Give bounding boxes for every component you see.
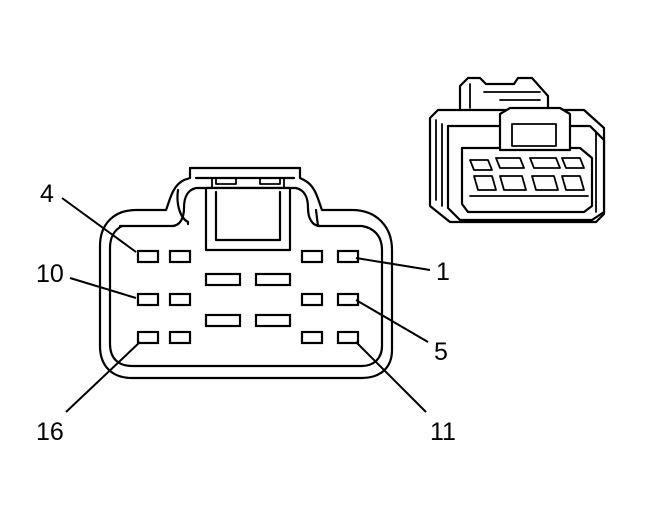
pin-label-5: 5 (434, 338, 448, 366)
pin-label-10: 10 (36, 260, 64, 288)
pin-16-cavity (136, 330, 160, 345)
pin-center-cavity-3 (204, 313, 242, 328)
pin-5-cavity (336, 292, 360, 307)
leader-pin-10 (69, 277, 137, 299)
pin-cavities (136, 249, 360, 345)
pin-center-cavity-1 (204, 272, 242, 287)
leader-pin-5 (355, 299, 429, 343)
leader-pin-1 (355, 257, 431, 271)
pin-label-4: 4 (40, 180, 54, 208)
pin-10-cavity (136, 292, 160, 307)
connector-face-view (98, 166, 394, 380)
pin-2-cavity (300, 249, 324, 264)
pin-labels: 4 10 16 1 5 11 (36, 180, 456, 446)
pin-3-cavity (168, 249, 192, 264)
pin-9-cavity (168, 292, 192, 307)
leader-pin-11 (355, 341, 427, 413)
pin-center-cavity-2 (254, 272, 292, 287)
pin-6-cavity (300, 292, 324, 307)
pin-1-cavity (336, 249, 360, 264)
pin-center-cavity-4 (254, 313, 292, 328)
pin-15-cavity (168, 330, 192, 345)
pin-label-11: 11 (430, 418, 456, 446)
pin-4-cavity (136, 249, 160, 264)
connector-iso-view (428, 76, 606, 224)
pin-label-16: 16 (36, 418, 64, 446)
leader-pin-4 (61, 197, 137, 253)
leader-lines (61, 197, 431, 413)
leader-pin-16 (65, 341, 141, 413)
pin-11-cavity (336, 330, 360, 345)
pin-12-cavity (300, 330, 324, 345)
pin-label-1: 1 (436, 258, 450, 286)
